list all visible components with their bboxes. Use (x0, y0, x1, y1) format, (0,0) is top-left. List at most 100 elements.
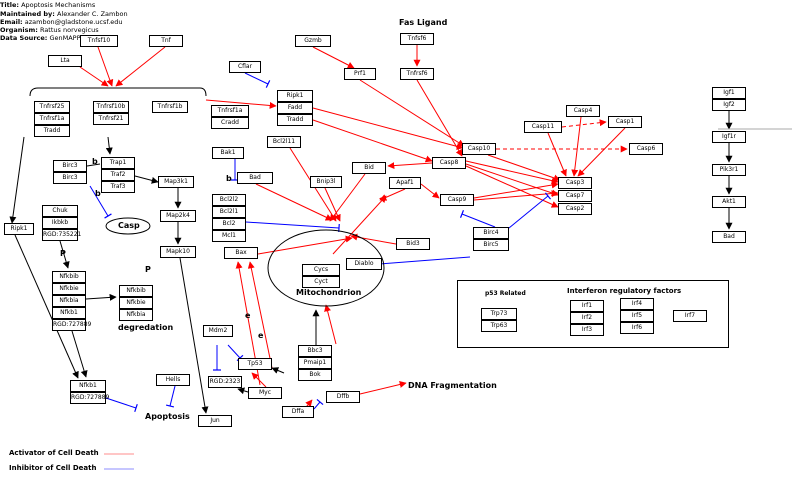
gene-bid3[interactable]: Bid3 (396, 238, 430, 250)
gene-casp4[interactable]: Casp4 (566, 105, 600, 117)
gene-traf2[interactable]: Traf2 (101, 169, 135, 181)
gene-hells[interactable]: Hells (156, 374, 190, 386)
gene-irf2[interactable]: Irf2 (570, 312, 604, 324)
gene-map3k1[interactable]: Map3k1 (158, 176, 194, 188)
gene-bad-b[interactable]: Bad (712, 231, 746, 243)
gene-tradd-b[interactable]: Tradd (277, 114, 313, 126)
gene-tnfsf10[interactable]: Tnfsf10 (80, 35, 118, 47)
gene-dffa[interactable]: Dffa (282, 406, 314, 418)
gene-traf3[interactable]: Traf3 (101, 181, 135, 193)
gene-mcl1[interactable]: Mcl1 (212, 230, 246, 242)
gene-irf1[interactable]: Irf1 (570, 300, 604, 312)
gene-irf5[interactable]: Irf5 (620, 310, 654, 322)
gene-bnip3l[interactable]: Bnip3l (310, 176, 342, 188)
gene-nfkbib-deg[interactable]: Nfkbib (119, 285, 153, 297)
gene-tnfrsf21[interactable]: Tnfrsf21 (93, 113, 129, 125)
gene-cyct[interactable]: Cyct (302, 276, 340, 288)
gene-birc4[interactable]: Birc4 (473, 227, 509, 239)
gene-bak1[interactable]: Bak1 (212, 147, 244, 159)
gene-irf6[interactable]: Irf6 (620, 322, 654, 334)
gene-casp8[interactable]: Casp8 (432, 157, 466, 169)
gene-trap1[interactable]: Trap1 (101, 157, 135, 169)
gene-casp2[interactable]: Casp2 (558, 203, 592, 215)
gene-tnfsf6[interactable]: Tnfsf6 (400, 33, 434, 45)
gene-nfkbia[interactable]: Nfkbia (52, 295, 86, 307)
activation-edge (487, 154, 561, 182)
gene-cycs[interactable]: Cycs (302, 264, 340, 276)
gene-igf1[interactable]: Igf1 (712, 87, 746, 99)
gene-casp3[interactable]: Casp3 (558, 177, 592, 189)
gene-bcl2l1[interactable]: Bcl2l1 (212, 206, 246, 218)
gene-casp11[interactable]: Casp11 (524, 121, 562, 133)
gene-chuk[interactable]: Chuk (42, 205, 78, 217)
gene-irf3[interactable]: Irf3 (570, 324, 604, 336)
gene-akt1[interactable]: Akt1 (712, 196, 746, 208)
label-p-mark-1: P (60, 249, 66, 258)
gene-myc[interactable]: Myc (248, 387, 282, 399)
gene-nfkbia-deg[interactable]: Nfkbia (119, 309, 153, 321)
gene-mdm2[interactable]: Mdm2 (203, 325, 233, 337)
gene-bcl2l11[interactable]: Bcl2l11 (267, 136, 301, 148)
gene-ripk1-b[interactable]: Ripk1 (4, 223, 34, 235)
gene-cflar[interactable]: Cflar (229, 61, 261, 73)
gene-bok[interactable]: Bok (298, 369, 332, 381)
gene-bbc3[interactable]: Bbc3 (298, 345, 332, 357)
inhibition-edge (105, 397, 137, 409)
gene-casp1[interactable]: Casp1 (608, 116, 642, 128)
gene-casp10[interactable]: Casp10 (462, 143, 496, 155)
gene-diablo[interactable]: Diablo (346, 258, 382, 270)
gene-tradd-a[interactable]: Tradd (34, 125, 70, 137)
gene-apaf1[interactable]: Apaf1 (389, 177, 421, 189)
gene-bcl2l2[interactable]: Bcl2l2 (212, 194, 246, 206)
gene-rgd735221[interactable]: RGD:735221 (42, 229, 81, 241)
gene-rgd727889-b[interactable]: RGD:727889 (70, 392, 109, 404)
gene-tp53[interactable]: Tp53 (238, 358, 272, 370)
gene-ikbkb[interactable]: Ikbkb (42, 217, 78, 229)
gene-lta[interactable]: Lta (48, 55, 82, 67)
gene-gzmb[interactable]: Gzmb (295, 35, 331, 47)
gene-birc3-b[interactable]: Birc3 (53, 172, 87, 184)
gene-ripk1-a[interactable]: Ripk1 (277, 90, 313, 102)
gene-igf2[interactable]: Igf2 (712, 99, 746, 111)
gene-nfkb1-b[interactable]: Nfkb1 (70, 380, 106, 392)
gene-casp9[interactable]: Casp9 (440, 194, 474, 206)
gene-tnfrsf1a-b[interactable]: Tnfrsf1a (211, 105, 249, 117)
gene-jun[interactable]: Jun (198, 415, 232, 427)
gene-rgd727889[interactable]: RGD:727889 (52, 319, 91, 331)
casp-ellipse (105, 217, 151, 235)
gene-trp73[interactable]: Trp73 (481, 308, 517, 320)
gene-birc5[interactable]: Birc5 (473, 239, 509, 251)
gene-bid[interactable]: Bid (352, 162, 386, 174)
gene-mapk10[interactable]: Mapk10 (160, 246, 196, 258)
gene-map2k4[interactable]: Map2k4 (160, 210, 196, 222)
gene-tnfrsf10b[interactable]: Tnfrsf10b (93, 101, 129, 113)
gene-irf7[interactable]: Irf7 (673, 310, 707, 322)
gene-casp7[interactable]: Casp7 (558, 190, 592, 202)
gene-bax[interactable]: Bax (224, 247, 258, 259)
gene-irf4[interactable]: Irf4 (620, 298, 654, 310)
gene-tnf[interactable]: Tnf (149, 35, 183, 47)
gene-igf1r[interactable]: Igf1r (712, 131, 746, 143)
gene-tnfrsf25[interactable]: Tnfrsf25 (34, 101, 70, 113)
gene-nfkbib[interactable]: Nfkbib (52, 271, 86, 283)
gene-tnfrsf1a-a[interactable]: Tnfrsf1a (34, 113, 70, 125)
gene-trp63[interactable]: Trp63 (481, 320, 517, 332)
gene-casp6[interactable]: Casp6 (629, 143, 663, 155)
gene-birc3-a[interactable]: Birc3 (53, 160, 87, 172)
gene-bcl2[interactable]: Bcl2 (212, 218, 246, 230)
gene-pik3r1[interactable]: Pik3r1 (712, 164, 746, 176)
gene-tnfrsf6[interactable]: Tnfrsf6 (400, 68, 434, 80)
gene-pmaip1[interactable]: Pmaip1 (298, 357, 332, 369)
gene-tnfrsf1b[interactable]: Tnfrsf1b (152, 101, 188, 113)
gene-rgd2323[interactable]: RGD:2323 (208, 376, 242, 388)
gene-dffb[interactable]: Dffb (326, 391, 360, 403)
gene-nfkbie-deg[interactable]: Nfkbie (119, 297, 153, 309)
gene-cradd[interactable]: Cradd (211, 117, 249, 129)
label-b-mark-2: b (95, 189, 101, 198)
gene-bad-a[interactable]: Bad (237, 172, 273, 184)
gene-prf1[interactable]: Prf1 (344, 68, 376, 80)
gene-fadd[interactable]: Fadd (277, 102, 313, 114)
gene-nfkbie[interactable]: Nfkbie (52, 283, 86, 295)
gene-nfkb1[interactable]: Nfkb1 (52, 307, 86, 319)
